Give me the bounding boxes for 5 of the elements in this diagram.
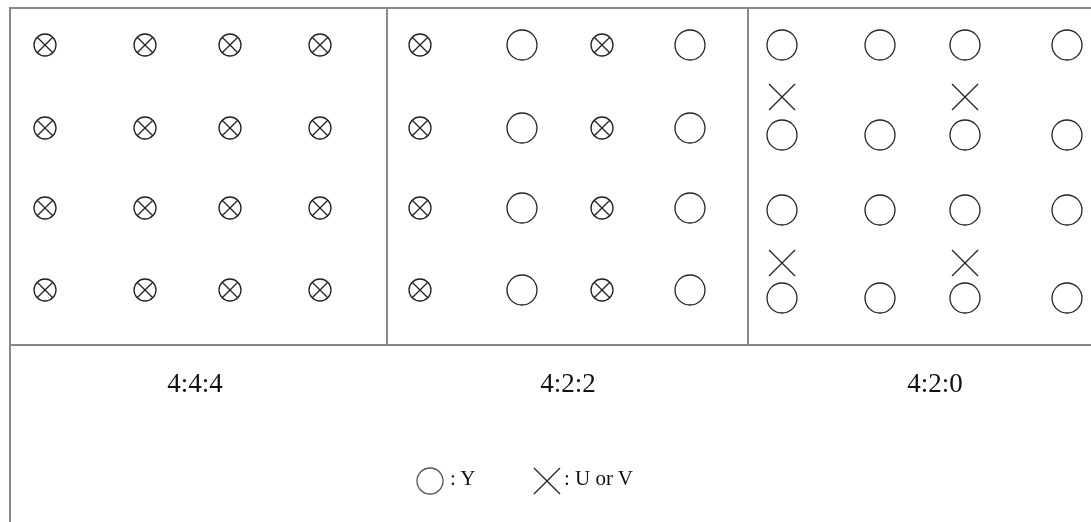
legend-text: : U or V bbox=[564, 466, 634, 491]
legend-text: : Y bbox=[450, 466, 476, 491]
ratio-label: 4:4:4 bbox=[167, 368, 223, 399]
ratio-label: 4:2:2 bbox=[540, 368, 596, 399]
ratio-label: 4:2:0 bbox=[907, 368, 963, 399]
